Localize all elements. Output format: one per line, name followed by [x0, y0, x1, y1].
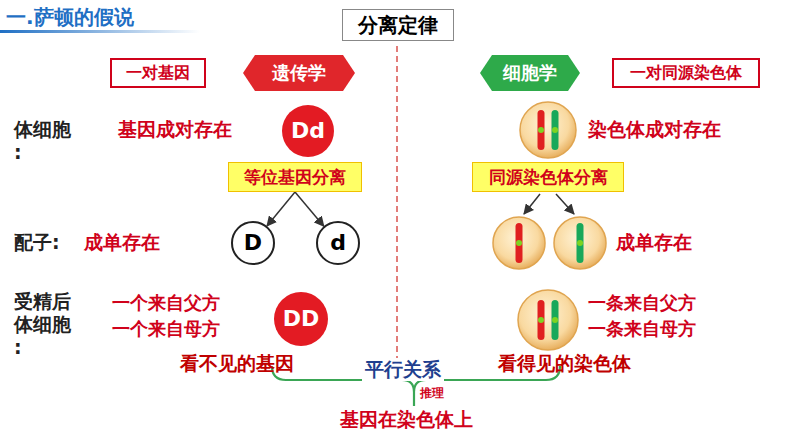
- split-arrow: [524, 194, 540, 214]
- note-text: 基因成对存在: [118, 118, 232, 141]
- cell: [493, 217, 545, 269]
- note-text: 染色体成对存在: [588, 118, 721, 141]
- cytology-banner: 细胞学: [480, 55, 580, 91]
- cell-body: [520, 102, 576, 158]
- row-label: 受精后 体细胞 :: [14, 290, 78, 358]
- node-text: 等位基因分离: [244, 168, 346, 187]
- bracket-stem: [413, 392, 415, 406]
- chromosome: [552, 110, 559, 150]
- centromere: [552, 127, 558, 133]
- chromosome: [577, 223, 584, 263]
- split-arrow: [295, 192, 324, 226]
- centromere: [538, 127, 544, 133]
- node-text: d: [330, 231, 346, 255]
- node-text: Dd: [291, 119, 325, 143]
- node-text: 同源染色体分离: [489, 168, 608, 187]
- node-text: DD: [283, 307, 320, 331]
- centromere: [552, 317, 558, 323]
- node-text: 一对基因: [126, 64, 190, 82]
- chromosome: [538, 300, 545, 340]
- banner-fill: [480, 55, 580, 91]
- note-text: 一个来自父方: [112, 292, 220, 314]
- cell-body: [493, 217, 545, 269]
- chromosome: [538, 110, 545, 150]
- node-text: 分离定律: [358, 14, 438, 36]
- chromosome: [516, 223, 523, 263]
- node-text: D: [244, 231, 262, 255]
- inference-text: 推理: [420, 386, 444, 400]
- genotype-circle: Dd: [282, 105, 334, 157]
- gene-box: 一对基因: [110, 58, 206, 88]
- separation-box: 等位基因分离: [228, 162, 362, 192]
- note-text: 一条来自母方: [588, 318, 696, 340]
- law-title-box: 分离定律: [342, 9, 454, 41]
- note-text: 成单存在: [84, 231, 160, 254]
- node-text: 细胞学: [503, 63, 557, 83]
- centromere: [516, 240, 522, 246]
- conclusion-text: 基因在染色体上: [340, 408, 473, 431]
- cell-body: [518, 290, 578, 350]
- conclusion-text: 看不见的基因: [180, 352, 294, 375]
- note-text: 一条来自父方: [588, 292, 696, 314]
- zygote-circle: DD: [274, 292, 328, 346]
- relation-text: 平行关系: [362, 358, 444, 381]
- slide-title: 一.萨顿的假说: [6, 4, 134, 31]
- centromere: [577, 240, 583, 246]
- gamete-circle: D: [231, 221, 275, 265]
- gamete-circle: d: [316, 221, 360, 265]
- row-label: 体细胞 :: [14, 118, 78, 164]
- divider-line: [396, 46, 398, 372]
- node-text: 一对同源染色体: [630, 64, 742, 82]
- split-arrow: [267, 192, 295, 226]
- banner-fill: [243, 55, 355, 91]
- cell-body: [554, 217, 606, 269]
- chromosome-box: 一对同源染色体: [612, 58, 760, 88]
- cell: [554, 217, 606, 269]
- row-label: 配子:: [14, 231, 60, 254]
- separation-box: 同源染色体分离: [472, 162, 624, 192]
- cell: [520, 102, 576, 158]
- chromosome: [552, 300, 559, 340]
- split-arrow: [556, 194, 574, 214]
- note-text: 一个来自母方: [112, 318, 220, 340]
- title-underline: [0, 30, 200, 33]
- node-text: 遗传学: [272, 63, 326, 83]
- genetics-banner: 遗传学: [243, 55, 355, 91]
- centromere: [538, 317, 544, 323]
- cell: [518, 290, 578, 350]
- note-text: 成单存在: [616, 231, 692, 254]
- conclusion-text: 看得见的染色体: [498, 352, 631, 375]
